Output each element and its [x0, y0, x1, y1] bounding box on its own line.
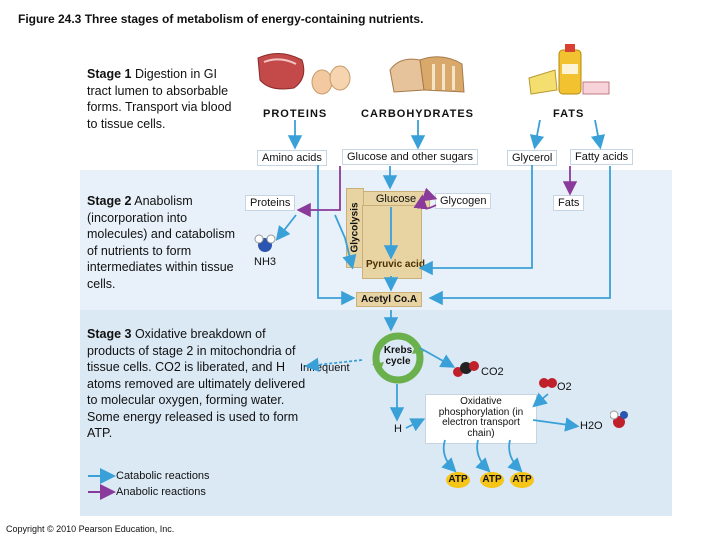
stage3-label: Stage 3 — [87, 327, 132, 341]
legend-anabolic: Anabolic reactions — [116, 486, 206, 498]
amino-acids-box: Amino acids — [257, 150, 327, 166]
co2-molecule-icon — [453, 361, 479, 377]
krebs-cycle-label: Krebs cycle — [383, 345, 413, 367]
acetyl-coa-box: Acetyl Co.A — [356, 292, 423, 307]
stage3-description: Oxidative breakdown of products of stage… — [87, 327, 306, 440]
atp-burst-3: ATP — [510, 472, 534, 488]
atp-burst-2: ATP — [480, 472, 504, 488]
atp-burst-1: ATP — [446, 472, 470, 488]
stage1-description: Digestion in GI tract lumen to absorbabl… — [87, 67, 232, 131]
glycerol-box: Glycerol — [507, 150, 558, 166]
o2-label: O2 — [557, 381, 572, 393]
fat-foods-image — [528, 44, 610, 95]
glycogen-box: Glycogen — [435, 193, 492, 209]
o2-molecule-icon — [539, 378, 557, 388]
pyruvic-acid-label: Pyruvic acid — [366, 259, 425, 270]
carbohydrate-foods-image — [389, 56, 465, 93]
h-label: H — [394, 423, 402, 435]
krebs-cycle-icon — [372, 332, 424, 384]
figure-title: Figure 24.3 Three stages of metabolism o… — [18, 12, 424, 26]
h2o-label: H2O — [580, 420, 603, 432]
nh3-molecule-icon — [254, 234, 276, 252]
fats-header: FATS — [553, 108, 585, 120]
oxidative-phosphorylation-box: Oxidative phosphorylation (in electron t… — [425, 394, 537, 444]
carbohydrates-header: CARBOHYDRATES — [361, 108, 475, 120]
stage3-text: Stage 3 Oxidative breakdown of products … — [87, 326, 309, 442]
proteins-box: Proteins — [245, 195, 296, 211]
h2o-molecule-icon — [610, 410, 628, 428]
stage1-label: Stage 1 — [87, 67, 132, 81]
proteins-header: PROTEINS — [263, 108, 328, 120]
co2-label: CO2 — [481, 366, 504, 378]
copyright: Copyright © 2010 Pearson Education, Inc. — [6, 524, 175, 534]
stage3-band — [80, 310, 672, 516]
fatty-acids-box: Fatty acids — [570, 149, 634, 165]
nh3-label: NH3 — [254, 256, 277, 268]
stage2-label: Stage 2 — [87, 194, 132, 208]
protein-foods-image — [257, 53, 351, 95]
stage2-text: Stage 2 Anabolism (incorporation into mo… — [87, 193, 245, 292]
glucose-sugars-box: Glucose and other sugars — [342, 149, 478, 165]
legend-catabolic: Catabolic reactions — [116, 470, 210, 482]
stage2-description: Anabolism (incorporation into molecules)… — [87, 194, 235, 291]
glycolysis-pathway — [362, 205, 422, 279]
stage1-text: Stage 1 Digestion in GI tract lumen to a… — [87, 66, 237, 132]
